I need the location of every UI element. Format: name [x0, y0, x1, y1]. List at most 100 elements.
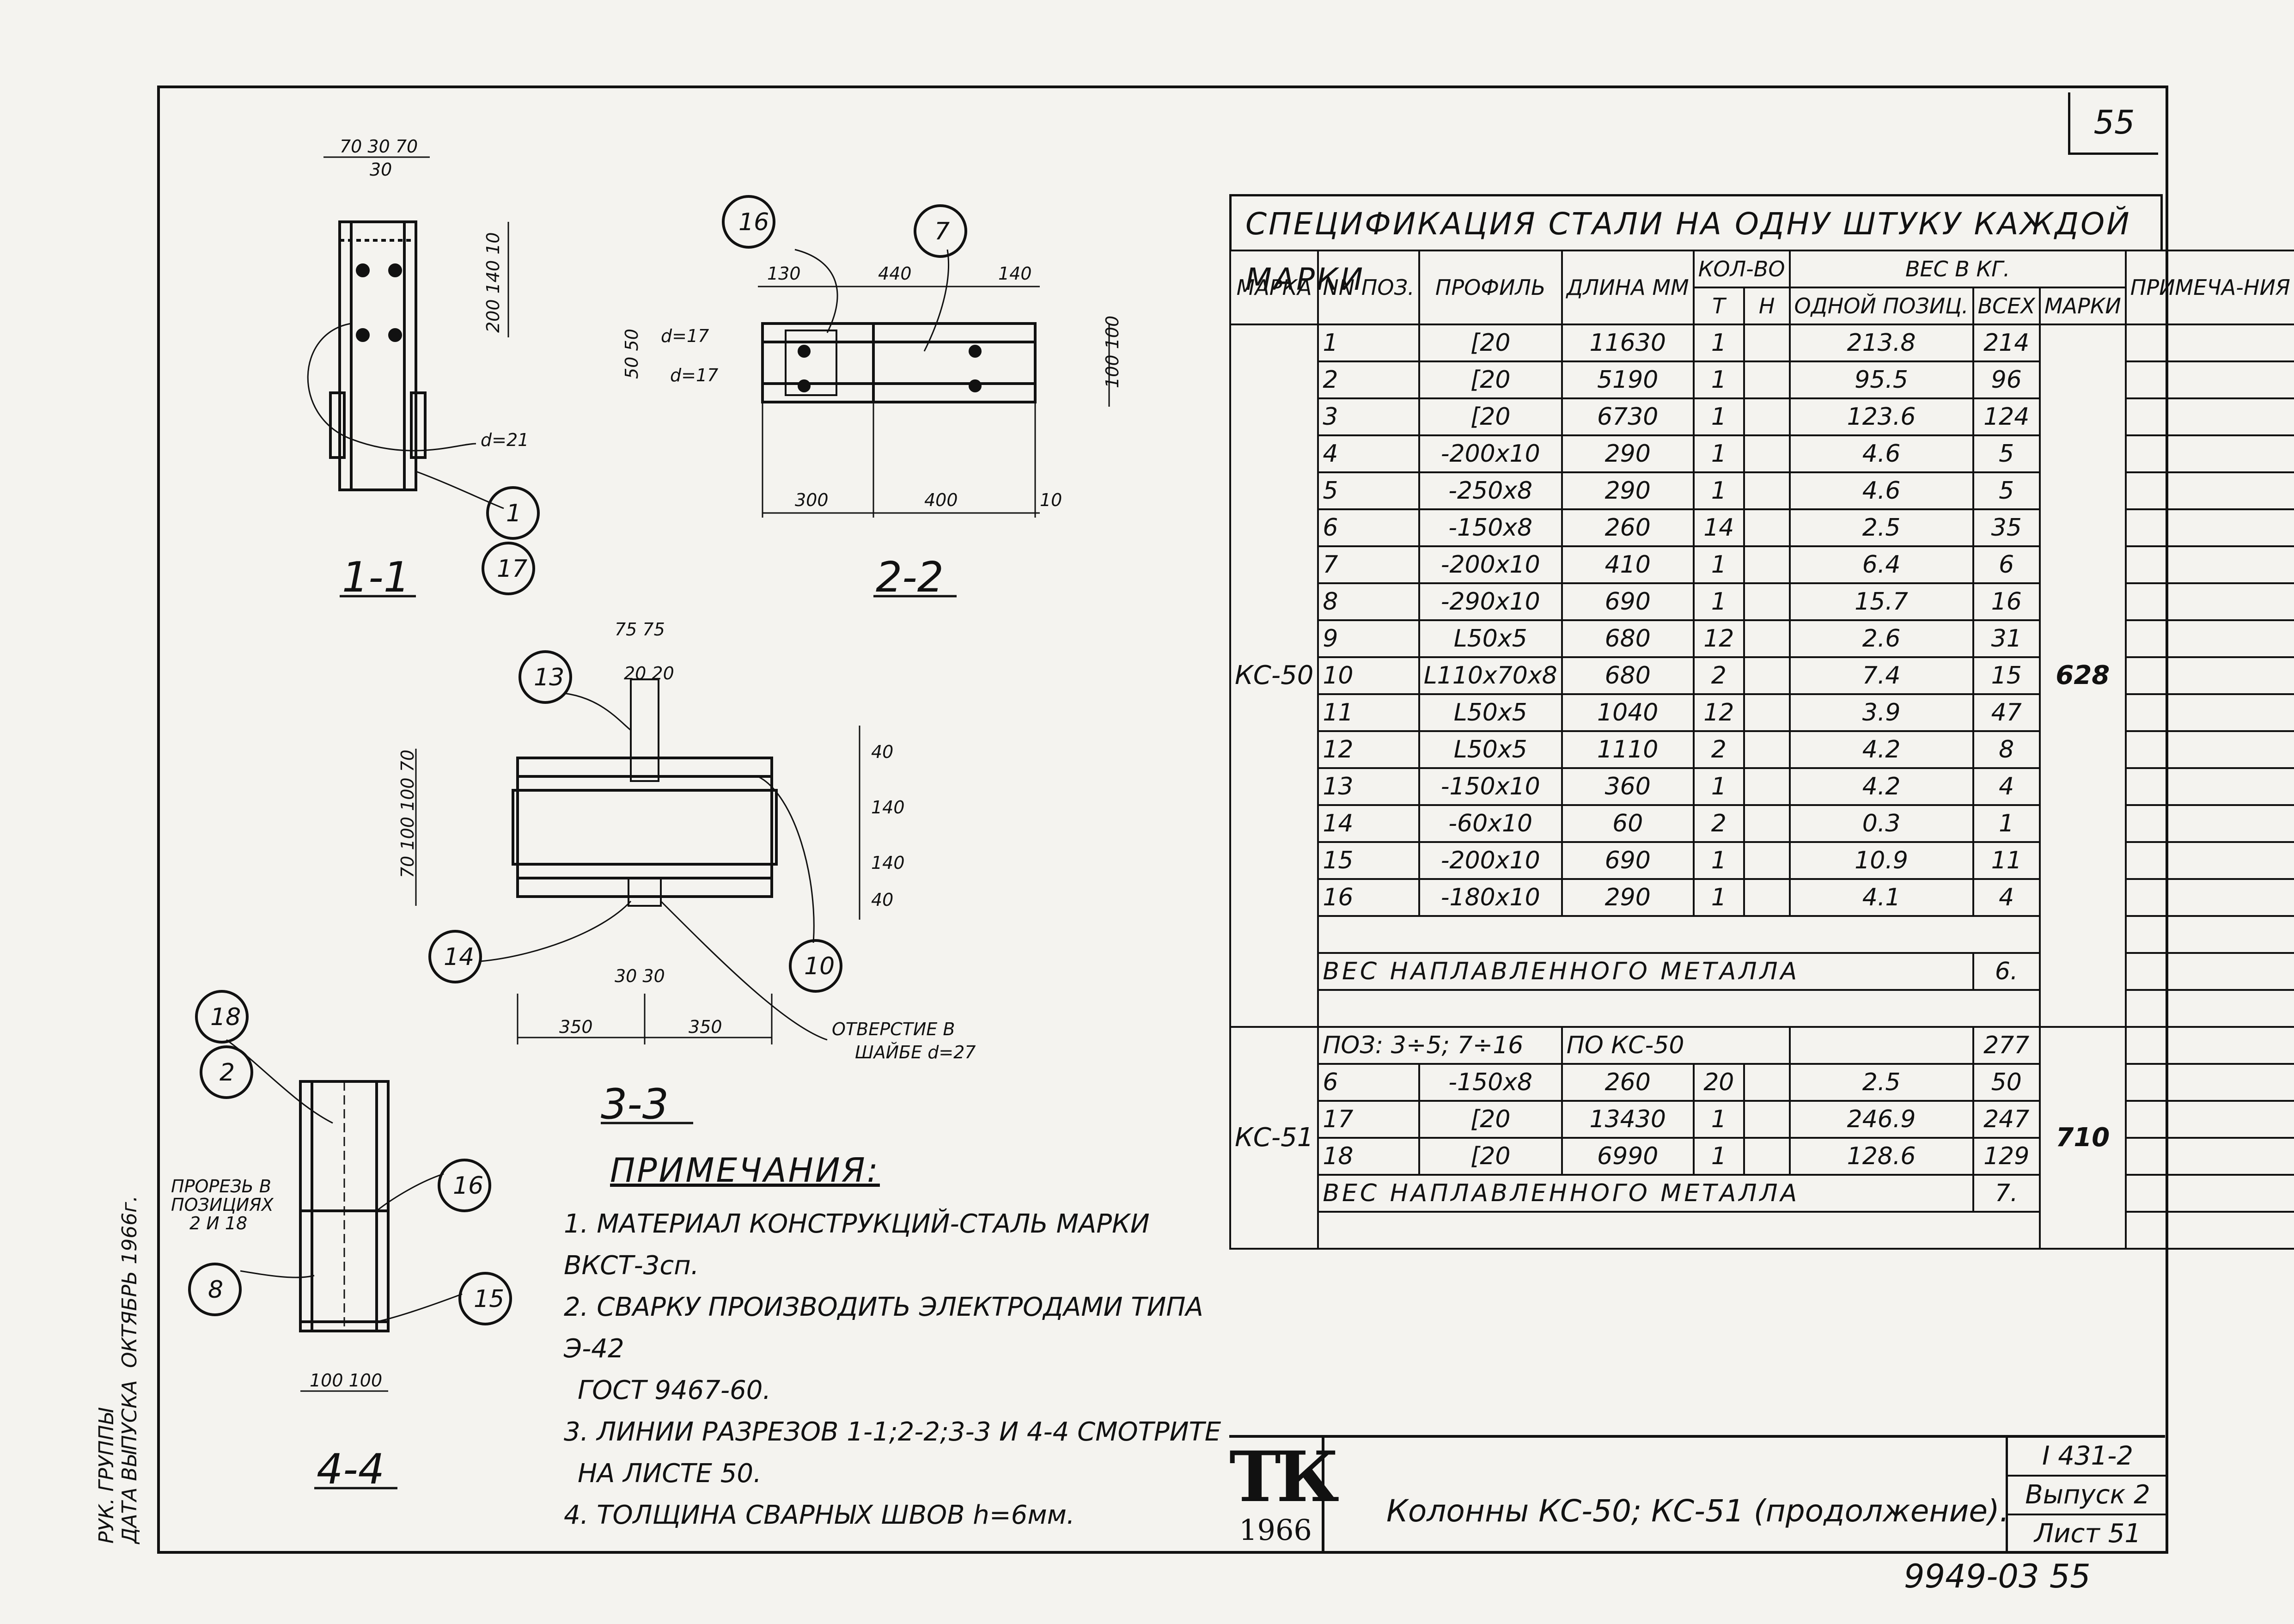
hdr-pos: NN ПОЗ. [1317, 250, 1420, 325]
profile-cell: -60x10 [1418, 804, 1563, 843]
balloon-7 [914, 204, 967, 258]
qty-n-cell [1743, 508, 1791, 547]
balloon-17 [482, 542, 535, 595]
qty-t-cell: 1 [1692, 1100, 1745, 1139]
qty-t-cell: 2 [1692, 804, 1745, 843]
note-cell [2124, 730, 2294, 769]
qty-n-cell [1743, 545, 1791, 584]
weight-all-cell: 6 [1972, 545, 2041, 584]
d3-hole2: ШАЙБЕ d=27 [855, 1042, 976, 1062]
note-cell [2124, 989, 2294, 1028]
qty-t-cell: 1 [1692, 582, 1745, 621]
qty-t-cell: 20 [1692, 1063, 1745, 1102]
profile-cell: L50x5 [1418, 619, 1563, 658]
section-4-4-label: 4-4 [317, 1445, 384, 1494]
d3-right-2: 140 [871, 797, 905, 818]
weld-value-cell: 6. [1972, 952, 2041, 991]
b16-text: 16 [738, 208, 769, 236]
length-cell: 60 [1561, 804, 1695, 843]
qty-t-cell: 1 [1692, 434, 1745, 473]
d2-left: 50 50 [622, 329, 642, 379]
length-cell: 690 [1561, 582, 1695, 621]
pos-cell: 18 [1317, 1137, 1420, 1176]
d3-3030: 30 30 [615, 966, 665, 986]
profile-cell: -200x10 [1418, 841, 1563, 880]
b2-text: 2 [220, 1059, 235, 1087]
d2-top-1: 130 [767, 263, 801, 284]
title-block: ТК 1966 Колонны КС-50; КС-51 (продолжени… [1229, 1435, 2167, 1553]
d4-cut3: 2 И 18 [189, 1213, 247, 1233]
hdr-marka: МАРКА [1229, 250, 1319, 325]
empty-cell [1317, 915, 2041, 954]
balloon-18 [195, 990, 249, 1044]
length-cell: 1040 [1561, 693, 1695, 732]
d3-right-4: 40 [871, 890, 893, 910]
d2-right: 100 100 [1102, 316, 1123, 388]
sheet-label: Лист 51 [2034, 1519, 2141, 1549]
weight-one-cell: 4.2 [1788, 767, 1974, 806]
weight-all-cell: 1 [1972, 804, 2041, 843]
d2-bottom-1: 300 [795, 490, 829, 510]
weld-label-cell: ВЕС НАПЛАВЛЕННОГО МЕТАЛЛА [1317, 952, 1974, 991]
weight-one-cell: 95.5 [1788, 360, 1974, 399]
weight-one-cell: 128.6 [1788, 1137, 1974, 1176]
weld-value-cell: 7. [1972, 1174, 2041, 1213]
length-cell: 6990 [1561, 1137, 1695, 1176]
bottom-code: 9949-03 55 [1904, 1557, 2091, 1595]
weight-all-cell: 31 [1972, 619, 2041, 658]
weight-all-cell: 96 [1972, 360, 2041, 399]
qty-t-cell: 12 [1692, 619, 1745, 658]
note-cell [2124, 471, 2294, 510]
b7-text: 7 [934, 218, 950, 245]
weight-one-cell: 6.4 [1788, 545, 1974, 584]
table-row [1230, 1211, 2294, 1250]
b18-text: 18 [210, 1003, 241, 1031]
note-cell [2124, 508, 2294, 547]
side-strip [113, 1049, 159, 1551]
pos-cell: 6 [1317, 508, 1420, 547]
mark-weight-cell: 710 [2038, 1026, 2127, 1250]
weight-all-cell: 247 [1972, 1100, 2041, 1139]
qty-n-cell [1743, 1100, 1791, 1139]
note-3b: НА ЛИСТЕ 50. [578, 1459, 762, 1489]
weight-one-cell: 4.6 [1788, 434, 1974, 473]
note-cell [2124, 1100, 2294, 1139]
weight-one-cell: 246.9 [1788, 1100, 1974, 1139]
section-2-2-drawing [758, 249, 1110, 598]
pos-ref-cell: ПОЗ: 3÷5; 7÷16 [1317, 1026, 1563, 1065]
hdr-length: ДЛИНА ММ [1561, 250, 1695, 325]
profile-cell: L50x5 [1418, 730, 1563, 769]
weight-one-cell: 3.9 [1788, 693, 1974, 732]
balloon-16-b [438, 1159, 491, 1212]
mark-weight-cell: 628 [2038, 324, 2127, 1028]
d3-bottom-1: 350 [559, 1017, 593, 1037]
weight-all-cell: 5 [1972, 471, 2041, 510]
qty-t-cell: 14 [1692, 508, 1745, 547]
notes-title: ПРИМЕЧАНИЯ: [610, 1151, 880, 1190]
length-cell: 290 [1561, 434, 1695, 473]
pos-cell: 14 [1317, 804, 1420, 843]
length-cell: 1110 [1561, 730, 1695, 769]
weld-label-cell: ВЕС НАПЛАВЛЕННОГО МЕТАЛЛА [1317, 1174, 1974, 1213]
profile-cell: [20 [1418, 1137, 1563, 1176]
note-cell [2124, 545, 2294, 584]
weight-one-cell: 4.1 [1788, 878, 1974, 917]
notes: ПРИМЕЧАНИЯ: 1. МАТЕРИАЛ КОНСТРУКЦИЙ-СТАЛ… [564, 1151, 1229, 1536]
pos-cell: 13 [1317, 767, 1420, 806]
d3-mid: 20 20 [624, 663, 674, 684]
section-1-1-drawing [307, 156, 509, 598]
qty-n-cell [1743, 397, 1791, 436]
series-number: I 431-2 [2008, 1438, 2167, 1477]
note-cell [2124, 1174, 2294, 1213]
qty-n-cell [1743, 841, 1791, 880]
qty-t-cell: 1 [1692, 767, 1745, 806]
d3-left: 70 100 100 70 [397, 750, 418, 878]
b17-text: 17 [497, 555, 527, 583]
weight-all-cell: 4 [1972, 767, 2041, 806]
section-1-1-label: 1-1 [342, 553, 410, 602]
section-2-2-label: 2-2 [876, 553, 944, 602]
spec-title: СПЕЦИФИКАЦИЯ СТАЛИ НА ОДНУ ШТУКУ КАЖДОЙ … [1229, 194, 2163, 297]
